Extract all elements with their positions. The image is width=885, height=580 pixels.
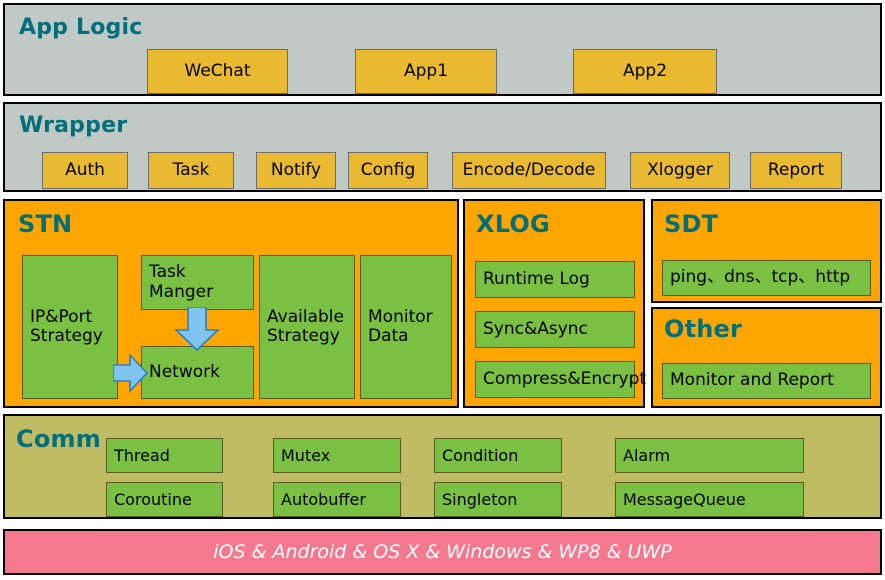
comm-item-thread[interactable]: Thread bbox=[106, 438, 223, 473]
platforms-label: iOS & Android & OS X & Windows & WP8 & U… bbox=[213, 541, 672, 563]
arrow-ipport-strategy-to-network bbox=[113, 353, 149, 393]
app-logic-panel: App Logic WeChat App1 App2 bbox=[3, 3, 882, 96]
other-item-monitor-and-report[interactable]: Monitor and Report bbox=[662, 363, 871, 399]
wrapper-item-auth[interactable]: Auth bbox=[42, 152, 128, 189]
app-logic-item-app1[interactable]: App1 bbox=[355, 49, 497, 94]
xlog-item-sync-async[interactable]: Sync&Async bbox=[475, 311, 635, 348]
sdt-title: SDT bbox=[664, 210, 719, 238]
xlog-panel: XLOG Runtime Log Sync&Async Compress&Enc… bbox=[463, 199, 646, 408]
sdt-panel: SDT ping、dns、tcp、http bbox=[651, 199, 882, 303]
other-panel: Other Monitor and Report bbox=[651, 307, 882, 408]
wrapper-item-xlogger[interactable]: Xlogger bbox=[630, 152, 730, 189]
other-title: Other bbox=[664, 315, 743, 343]
stn-item-ip-port-strategy[interactable]: IP&Port Strategy bbox=[22, 255, 118, 399]
comm-item-messagequeue[interactable]: MessageQueue bbox=[615, 482, 804, 517]
comm-item-singleton[interactable]: Singleton bbox=[434, 482, 562, 517]
stn-panel: STN IP&Port Strategy Task Manger Network… bbox=[3, 199, 459, 408]
wrapper-item-task[interactable]: Task bbox=[148, 152, 234, 189]
comm-item-condition[interactable]: Condition bbox=[434, 438, 562, 473]
xlog-title: XLOG bbox=[476, 210, 550, 238]
comm-title: Comm bbox=[16, 425, 101, 453]
wrapper-panel: Wrapper Auth Task Notify Config Encode/D… bbox=[3, 102, 882, 192]
platforms-panel: iOS & Android & OS X & Windows & WP8 & U… bbox=[3, 529, 882, 575]
comm-item-alarm[interactable]: Alarm bbox=[615, 438, 804, 473]
stn-item-monitor-data[interactable]: Monitor Data bbox=[360, 255, 452, 399]
comm-item-coroutine[interactable]: Coroutine bbox=[106, 482, 223, 517]
app-logic-item-wechat[interactable]: WeChat bbox=[147, 49, 288, 94]
xlog-item-runtime-log[interactable]: Runtime Log bbox=[475, 261, 635, 298]
stn-title: STN bbox=[18, 210, 73, 238]
wrapper-title: Wrapper bbox=[19, 113, 128, 138]
comm-panel: Comm Thread Mutex Condition Alarm Corout… bbox=[3, 414, 882, 519]
xlog-item-compress-encrypt[interactable]: Compress&Encrypt bbox=[475, 361, 646, 398]
app-logic-title: App Logic bbox=[19, 15, 143, 40]
wrapper-item-notify[interactable]: Notify bbox=[256, 152, 336, 189]
comm-item-autobuffer[interactable]: Autobuffer bbox=[273, 482, 401, 517]
comm-item-mutex[interactable]: Mutex bbox=[273, 438, 401, 473]
sdt-item-protocols[interactable]: ping、dns、tcp、http bbox=[662, 260, 871, 296]
stn-item-task-manger[interactable]: Task Manger bbox=[141, 255, 254, 310]
wrapper-item-config[interactable]: Config bbox=[348, 152, 428, 189]
stn-item-network[interactable]: Network bbox=[141, 346, 254, 399]
wrapper-item-encode-decode[interactable]: Encode/Decode bbox=[452, 152, 606, 189]
arrow-task-manger-to-network bbox=[174, 307, 220, 351]
wrapper-item-report[interactable]: Report bbox=[750, 152, 842, 189]
stn-item-available-strategy[interactable]: Available Strategy bbox=[259, 255, 355, 399]
app-logic-item-app2[interactable]: App2 bbox=[573, 49, 717, 94]
